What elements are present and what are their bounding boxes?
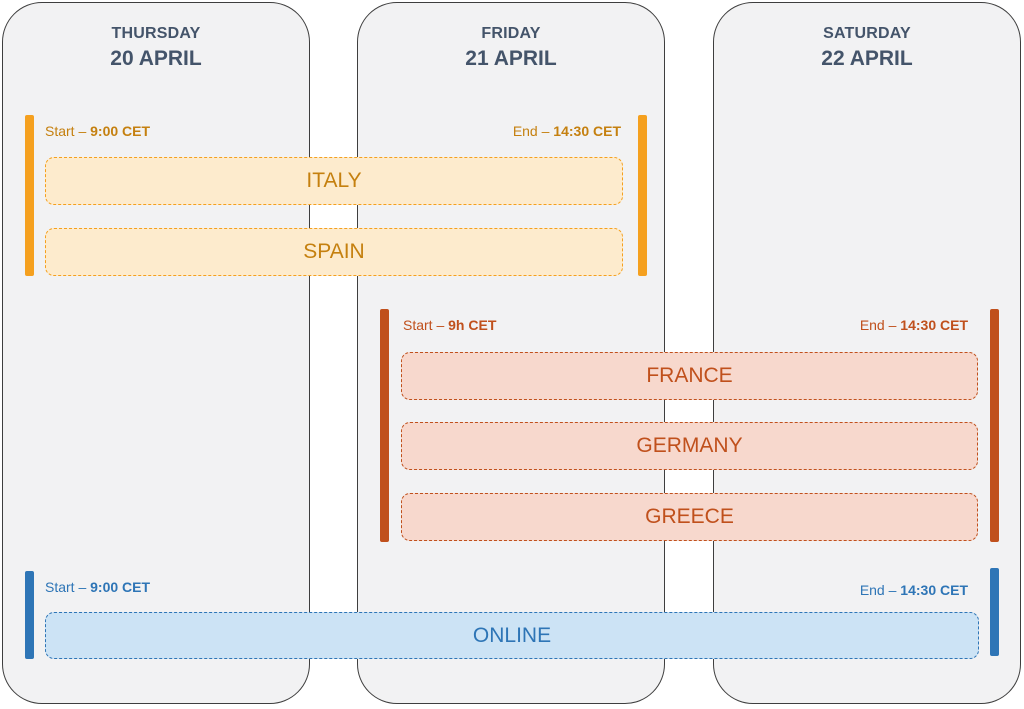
day-name: FRIDAY [481,25,541,42]
day-date: 21 APRIL [465,47,557,70]
start-bar [25,571,34,659]
end-time-note: End – 14:30 CET [859,317,968,333]
end-bar [638,115,647,276]
end-bar [990,309,999,542]
location-band-greece: GREECE [401,493,978,541]
end-time-note: End – 14:30 CET [512,123,621,139]
end-bar [990,568,999,656]
day-name: THURSDAY [111,25,201,42]
location-band-online: ONLINE [45,612,979,659]
day-header: SATURDAY 22 APRIL [714,25,1020,71]
location-band-spain: SPAIN [45,228,623,276]
location-band-italy: ITALY [45,157,623,205]
start-bar [380,309,389,542]
day-header: THURSDAY 20 APRIL [3,25,309,71]
day-column-thursday: THURSDAY 20 APRIL [2,2,310,704]
start-time-note: Start – 9h CET [403,317,497,333]
end-time-note: End – 14:30 CET [859,582,968,598]
start-time-note: Start – 9:00 CET [45,579,151,595]
day-date: 22 APRIL [821,47,913,70]
day-date: 20 APRIL [110,47,202,70]
location-band-germany: GERMANY [401,422,978,470]
start-time-note: Start – 9:00 CET [45,123,151,139]
day-header: FRIDAY 21 APRIL [358,25,664,71]
day-name: SATURDAY [823,25,911,42]
start-bar [25,115,34,276]
location-band-france: FRANCE [401,352,978,400]
